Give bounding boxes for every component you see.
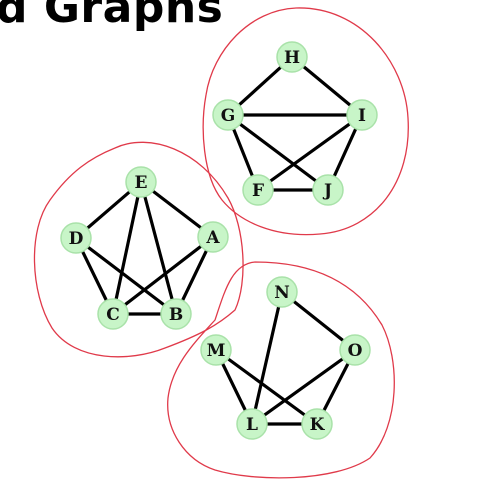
- node-circle: [160, 298, 192, 330]
- node-j: J: [312, 174, 344, 206]
- node-n: N: [266, 276, 298, 308]
- node-circle: [242, 174, 274, 206]
- node-circle: [60, 222, 92, 254]
- edge-m-k: [214, 348, 319, 426]
- node-k: K: [301, 408, 333, 440]
- node-o: O: [339, 334, 371, 366]
- node-label: G: [221, 106, 236, 126]
- node-circle: [266, 276, 298, 308]
- edge-g-j: [226, 113, 330, 192]
- node-label: C: [106, 305, 120, 325]
- node-label: I: [358, 106, 366, 126]
- node-l: L: [236, 408, 268, 440]
- edge-a-c: [111, 235, 215, 316]
- node-i: I: [346, 99, 378, 131]
- node-circle: [312, 174, 344, 206]
- edge-e-c: [111, 180, 143, 316]
- node-circle: [236, 408, 268, 440]
- node-label: F: [252, 181, 264, 201]
- node-label: O: [348, 341, 363, 361]
- node-label: L: [246, 415, 258, 435]
- page-title: d Graphs: [0, 0, 224, 33]
- node-label: M: [207, 341, 226, 361]
- node-circle: [125, 166, 157, 198]
- node-label: E: [135, 173, 148, 193]
- node-label: K: [310, 415, 326, 435]
- node-circle: [339, 334, 371, 366]
- node-label: B: [169, 305, 183, 325]
- component-outline-3: [167, 261, 395, 479]
- component-outlines: [33, 7, 409, 479]
- component-outline-1: [202, 7, 409, 236]
- node-label: A: [205, 228, 220, 248]
- edge-o-l: [250, 348, 357, 426]
- node-h: H: [276, 41, 308, 73]
- node-g: G: [212, 99, 244, 131]
- node-circle: [97, 298, 129, 330]
- node-label: N: [274, 283, 290, 303]
- node-circle: [346, 99, 378, 131]
- node-circle: [212, 99, 244, 131]
- component-outline-2: [33, 141, 244, 358]
- node-d: D: [60, 222, 92, 254]
- node-circle: [197, 221, 229, 253]
- node-m: M: [200, 334, 232, 366]
- edge-i-f: [256, 113, 364, 192]
- edge-e-b: [139, 180, 178, 316]
- node-f: F: [242, 174, 274, 206]
- edge-d-b: [74, 236, 178, 316]
- node-a: A: [197, 221, 229, 253]
- node-circle: [200, 334, 232, 366]
- nodes-layer: H G I F J E D A C B N M O L K: [60, 41, 378, 440]
- node-b: B: [160, 298, 192, 330]
- node-e: E: [125, 166, 157, 198]
- node-circle: [276, 41, 308, 73]
- node-c: C: [97, 298, 129, 330]
- node-label: D: [69, 229, 84, 249]
- edge-n-l: [250, 290, 284, 426]
- node-label: J: [322, 181, 332, 201]
- node-label: H: [284, 48, 300, 68]
- node-circle: [301, 408, 333, 440]
